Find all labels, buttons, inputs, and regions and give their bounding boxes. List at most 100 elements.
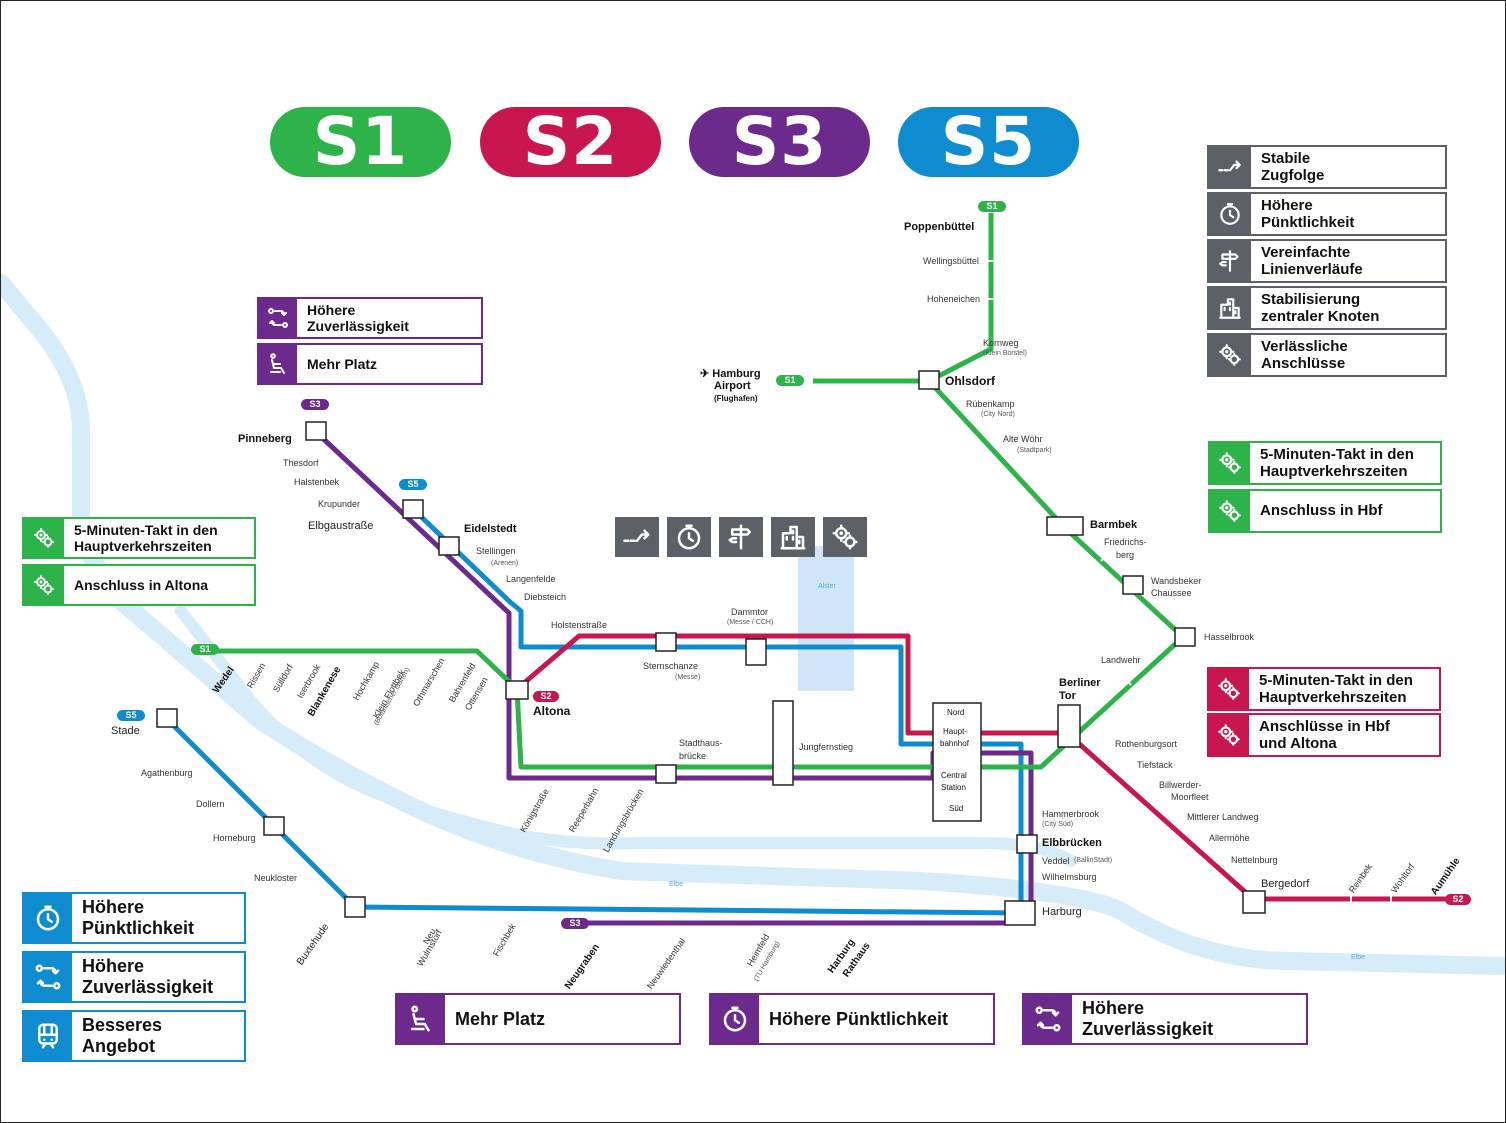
station-hammerbrook[interactable]: Hammerbrook	[1042, 809, 1100, 819]
station-dollern[interactable]: Dollern	[196, 799, 225, 809]
gears-icon	[823, 517, 867, 557]
station-ohlsdorf[interactable]: Ohlsdorf	[945, 374, 995, 388]
hbf-label-2: bahnhof	[940, 739, 969, 748]
line-s5	[165, 507, 1024, 916]
station-kornweg[interactable]: Kornweg	[983, 338, 1019, 348]
s2-info-box-text: 5-Minuten-Takt in den Hauptverkehrszeite…	[1259, 671, 1413, 706]
station-altona[interactable]: Altona	[533, 704, 571, 718]
station-elbgaustrasse[interactable]: Elbgaustraße	[308, 520, 374, 532]
station-billwerder-1[interactable]: Billwerder-	[1159, 780, 1202, 790]
station-wellingsbuettel[interactable]: Wellingsbüttel	[923, 256, 979, 266]
tag-s2-altona: S2	[533, 691, 559, 702]
tag-s3-pinneberg: S3	[301, 399, 329, 410]
station-poppenbuettel[interactable]: Poppenbüttel	[904, 221, 975, 233]
label-elbe-1: Elbe	[669, 881, 684, 888]
station-nettelnburg[interactable]: Nettelnburg	[1231, 855, 1278, 865]
legend-grey-box-text: Verlässliche Anschlüsse	[1261, 337, 1348, 372]
station-wandsbeker-2: Chaussee	[1151, 588, 1192, 598]
legend-grey-box-text: Stabile Zugfolge	[1261, 149, 1325, 184]
s2-info-box-1: Anschlüsse in Hbf und Altona	[1207, 713, 1441, 757]
legend-grey-box-text: Stabilisierung zentraler Knoten	[1261, 290, 1380, 325]
seat-icon	[259, 345, 297, 383]
station-pinneberg[interactable]: Pinneberg	[238, 433, 292, 445]
station-allermoehe[interactable]: Allermöhe	[1209, 833, 1250, 843]
station-agathenburg[interactable]: Agathenburg	[141, 768, 193, 778]
station-wandsbeker-1[interactable]: Wandsbeker	[1151, 576, 1202, 586]
station-stade[interactable]: Stade	[111, 725, 140, 737]
station-friedrichsberg-1[interactable]: Friedrichs-	[1104, 537, 1147, 547]
station-stellingen[interactable]: Stellingen	[476, 546, 516, 556]
s1-info-box-0: 5-Minuten-Takt in den Hauptverkehrszeite…	[1208, 441, 1442, 485]
badge-s5[interactable]: S5	[898, 107, 1079, 177]
station-harburg[interactable]: Harburg	[1042, 906, 1082, 918]
s5-info-box-0: Höhere Pünktlichkeit	[22, 892, 246, 944]
station-veddel[interactable]: Veddel	[1042, 856, 1070, 866]
badge-s3[interactable]: S3	[689, 107, 870, 177]
s1-info-box-text: Anschluss in Hbf	[1260, 502, 1383, 520]
station-altewoehr[interactable]: Alte Wöhr	[1003, 434, 1043, 444]
station-krupunder[interactable]: Krupunder	[318, 499, 361, 509]
tag-s3-harburg: S3	[561, 918, 589, 929]
s5-info-box-text: Besseres Angebot	[82, 1015, 163, 1056]
s1-info-left-box-text: Anschluss in Altona	[74, 576, 209, 593]
s3-info-top-box-text: Mehr Platz	[307, 355, 378, 372]
badge-s1[interactable]: S1	[270, 107, 451, 177]
label-alster: Alster	[818, 583, 836, 590]
station-neukloster[interactable]: Neukloster	[254, 873, 298, 883]
station-tiefstack[interactable]: Tiefstack	[1137, 760, 1173, 770]
station-rothenburgsort[interactable]: Rothenburgsort	[1115, 739, 1178, 749]
station-airport-1[interactable]: ✈ Hamburg	[700, 368, 761, 380]
station-bergedorf[interactable]: Bergedorf	[1261, 878, 1310, 890]
station-hoheneichen[interactable]: Hoheneichen	[927, 294, 981, 304]
station-hasselbrook[interactable]: Hasselbrook	[1204, 632, 1255, 642]
station-landwehr[interactable]: Landwehr	[1101, 655, 1141, 665]
stopwatch-icon	[24, 894, 72, 942]
legend-grey-box-3: Stabilisierung zentraler Knoten	[1207, 286, 1447, 330]
station-billwerder-2: Moorfleet	[1171, 792, 1209, 802]
station-wilhelmsburg[interactable]: Wilhelmsburg	[1042, 872, 1097, 882]
s1-info-box-text: 5-Minuten-Takt in den Hauptverkehrszeite…	[1260, 445, 1414, 480]
hbf-label-4: Station	[941, 783, 966, 792]
train-icon	[24, 1012, 72, 1060]
station-holstenstrasse[interactable]: Holstenstraße	[551, 620, 608, 630]
badge-s2[interactable]: S2	[480, 107, 661, 177]
station-hammerbrook-sub: (City Süd)	[1042, 821, 1074, 828]
station-ruebenkamp-sub: (City Nord)	[981, 411, 1015, 418]
gears-icon	[24, 519, 64, 557]
station-elbbruecken[interactable]: Elbbrücken	[1042, 837, 1102, 849]
station-airport-3: (Flughafen)	[714, 394, 758, 403]
s1-info-left-box-1: Anschluss in Altona	[22, 564, 256, 606]
station-kornweg-sub: (Klein Borstel)	[983, 350, 1027, 357]
station-stadthausbruecke-1[interactable]: Stadthaus-	[679, 738, 723, 748]
station-sternschanze[interactable]: Sternschanze	[643, 661, 699, 671]
stopwatch-icon	[667, 517, 711, 557]
legend-grey-box-1: Höhere Pünktlichkeit	[1207, 192, 1447, 236]
station-eidelstedt[interactable]: Eidelstedt	[464, 523, 517, 535]
station-building-icon	[1209, 288, 1251, 328]
tag-s1-wedel: S1	[191, 644, 219, 655]
s3-info-bottom-box-text: Höhere Pünktlichkeit	[769, 1008, 949, 1029]
hbf-label-1[interactable]: Haupt-	[943, 727, 968, 736]
track-switch-icon	[615, 517, 659, 557]
station-ruebenkamp[interactable]: Rübenkamp	[966, 399, 1015, 409]
station-dammtor[interactable]: Dammtor	[731, 607, 769, 617]
station-halstenbek[interactable]: Halstenbek	[294, 477, 340, 487]
station-ticks	[968, 260, 1392, 903]
s1-info-box-1: Anschluss in Hbf	[1208, 489, 1442, 533]
station-barmbek[interactable]: Barmbek	[1090, 519, 1138, 531]
station-langenfelde[interactable]: Langenfelde	[506, 574, 556, 584]
station-diebsteich[interactable]: Diebsteich	[524, 592, 567, 602]
station-jungfernstieg[interactable]: Jungfernstieg	[799, 742, 854, 752]
tag-s1-airport: S1	[776, 375, 804, 386]
station-thesdorf[interactable]: Thesdorf	[283, 458, 319, 468]
station-berlinertor-1[interactable]: Berliner	[1059, 677, 1101, 689]
s2-info-box-text: Anschlüsse in Hbf und Altona	[1259, 717, 1390, 752]
s3-info-top-box-1: Mehr Platz	[257, 343, 483, 385]
gears-icon	[1210, 491, 1250, 531]
station-berlinertor-2: Tor	[1059, 690, 1076, 702]
station-veddel-sub: (BallinStadt)	[1074, 857, 1113, 864]
station-horneburg[interactable]: Horneburg	[213, 833, 256, 843]
gears-icon	[1209, 669, 1249, 709]
station-mittlerer-landweg[interactable]: Mittlerer Landweg	[1187, 812, 1259, 822]
label-elbe-2: Elbe	[1351, 954, 1366, 961]
